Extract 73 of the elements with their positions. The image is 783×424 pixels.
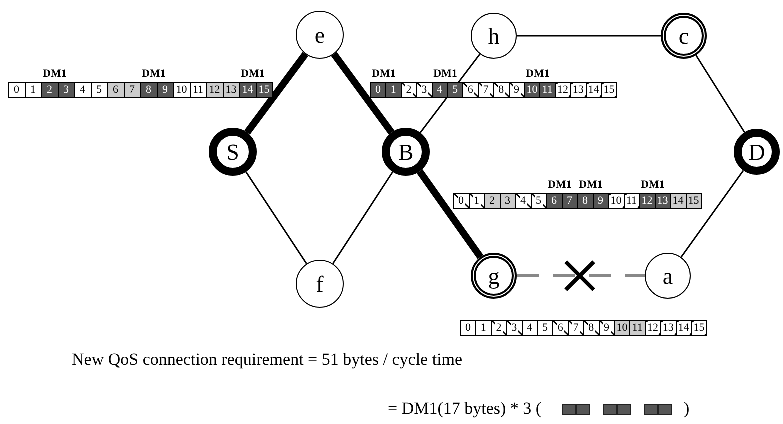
slot-cell: 11 [539, 82, 556, 98]
route-line [244, 52, 308, 135]
slot-cell: 15 [686, 193, 702, 209]
slot-cell: 3 [506, 320, 523, 336]
link-line [680, 170, 744, 258]
node-circle: B [382, 128, 430, 176]
node-circle: f [296, 260, 344, 308]
formula-text: = DM1(17 bytes) * 3 ( [388, 399, 542, 419]
slot-cell: 12 [206, 82, 224, 98]
slot-cell: 6 [462, 82, 479, 98]
slot-cell: 1 [475, 320, 492, 336]
slot-cell: 3 [416, 82, 433, 98]
slot-cell: 13 [570, 82, 587, 98]
route-line [331, 52, 395, 135]
slot-cell: 14 [586, 82, 602, 98]
link-line [420, 54, 481, 134]
link-line [517, 35, 661, 37]
slot-group-label: DM1 [434, 68, 458, 80]
slot-group-label: DM1 [579, 179, 603, 191]
slot-cell: 0 [453, 193, 470, 209]
slot-group-label: DM1 [641, 179, 665, 191]
node-circle: S [209, 128, 257, 176]
requirement-text: New QoS connection requirement = 51 bytes / cycle time [72, 350, 463, 370]
slot-cell: 0 [8, 82, 26, 98]
link-line [517, 274, 645, 278]
slot-cell: 4 [74, 82, 92, 98]
slot-cell: 10 [173, 82, 190, 98]
slot-cell: 9 [508, 82, 525, 98]
slot-cell: 8 [583, 320, 600, 336]
slot-group-label: DM1 [372, 68, 396, 80]
node-circle: e [296, 11, 344, 59]
slot-cell: 5 [530, 193, 547, 209]
slot-cell: 6 [107, 82, 124, 98]
formula-text: ) [684, 399, 690, 419]
node-circle: h [471, 13, 517, 59]
slot-cell: 11 [624, 193, 640, 209]
slot-cell: 13 [660, 320, 677, 336]
slot-group-label: DM1 [526, 68, 550, 80]
slot-cell: 13 [222, 82, 240, 98]
slot-cell: 11 [629, 320, 646, 336]
slot-cell: 15 [256, 82, 273, 98]
slot-cell: 8 [577, 193, 594, 209]
slot-cell: 15 [601, 82, 618, 98]
slot-cell: 10 [614, 320, 630, 336]
slot-cell: 14 [676, 320, 692, 336]
slot-cell: 1 [24, 82, 42, 98]
slot-cell: 2 [484, 193, 500, 209]
route-line [417, 170, 484, 260]
slot-group-label: DM1 [241, 68, 265, 80]
slot-group-label: DM1 [43, 68, 67, 80]
slot-cell: 4 [515, 193, 532, 209]
slot-cell: 9 [598, 320, 615, 336]
link-line [696, 55, 746, 133]
slot-cell: 0 [460, 320, 476, 336]
slot-cell: 5 [537, 320, 554, 336]
node-circle: g [471, 253, 517, 299]
slot-cell: 8 [493, 82, 510, 98]
link-line [332, 172, 394, 264]
slot-group-label: DM1 [142, 68, 166, 80]
link-line [246, 172, 308, 264]
slot-cell: 15 [691, 320, 708, 336]
slot-group-label: DM1 [548, 179, 572, 191]
slot-cell: 0 [370, 82, 386, 98]
node-circle: c [661, 13, 707, 59]
slot-cell: 7 [124, 82, 141, 98]
slot-cell: 4 [522, 320, 538, 336]
slot-cell: 10 [608, 193, 624, 209]
node-circle: a [645, 253, 691, 299]
slot-cell: 1 [385, 82, 402, 98]
slot-cell: 5 [447, 82, 464, 98]
slot-cell: 6 [552, 320, 569, 336]
node-circle: D [734, 129, 780, 175]
slot-cell: 14 [670, 193, 686, 209]
